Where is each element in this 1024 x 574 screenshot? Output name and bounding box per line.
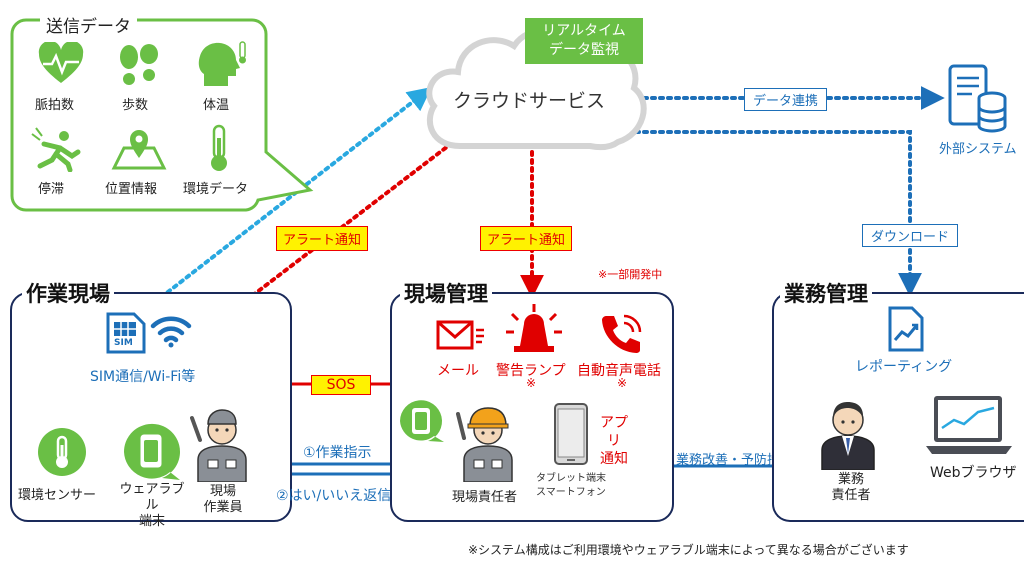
auto-call-note: ※ [617, 376, 628, 390]
site-management-title: 現場管理 [400, 278, 492, 308]
cloud-service-label: クラウドサービス [453, 90, 606, 112]
download-tag: ダウンロード [862, 224, 959, 247]
business-manager-line1: 業務 [837, 472, 864, 487]
tablet-label-line2: スマートフォン [536, 487, 606, 498]
send-data-pulse: 脈拍数 [35, 98, 75, 113]
worksite-panel [10, 292, 292, 522]
site-manager-icon [456, 407, 513, 482]
business-management-title: 業務管理 [780, 278, 872, 308]
sim-card-icon [106, 312, 146, 354]
app-notify-line2: 通知 [600, 451, 628, 467]
app-notify-line1: アプリ [600, 415, 628, 449]
tablet-label-line1: タブレット端末 [536, 473, 606, 484]
realtime-badge-line2: データ監視 [549, 42, 619, 58]
field-worker-icon [190, 409, 247, 482]
manager-wearable-icon [400, 400, 444, 442]
alert-notify-tag-left: アラート通知 [276, 226, 369, 251]
warning-lamp-icon [506, 304, 562, 352]
map-location-icon [111, 130, 167, 170]
mail-label: メール [437, 363, 479, 379]
warning-lamp-label: 警告ランプ [496, 363, 566, 379]
send-data-location: 位置情報 [105, 182, 158, 197]
data-link-tag: データ連携 [744, 88, 828, 111]
sim-card-text: SIM [114, 338, 133, 348]
wifi-icon [150, 316, 192, 348]
smartphone-icon [554, 403, 588, 465]
field-worker-label: 現場 作業員 [198, 484, 248, 516]
improvement-label: 業務改善・予防措置 [676, 453, 794, 468]
environment-sensor-label: 環境センサー [18, 488, 97, 503]
business-manager-label: 業務 責任者 [826, 472, 876, 504]
sim-wifi-label: SIM通信/Wi-Fi等 [90, 369, 196, 385]
realtime-badge-line1: リアルタイム [542, 23, 626, 39]
tablet-label: タブレット端末 スマートフォン [536, 472, 606, 500]
warning-lamp-note: ※ [526, 376, 537, 390]
send-data-title: 送信データ [40, 12, 137, 37]
heart-rate-icon [38, 42, 84, 83]
send-data-stagnation: 停滞 [38, 182, 65, 197]
sos-tag: SOS [311, 375, 371, 395]
reply-label: ②はい/いいえ返信 [276, 488, 392, 504]
report-document-icon [888, 306, 924, 352]
business-manager-icon [821, 402, 875, 470]
wearable-device-icon [123, 423, 180, 480]
laptop-browser-icon [926, 396, 1012, 454]
environment-sensor-icon [38, 428, 86, 476]
auto-call-label: 自動音声電話 [577, 363, 661, 379]
send-data-temperature: 体温 [203, 98, 230, 113]
body-temperature-icon [198, 41, 246, 86]
thermometer-icon [211, 124, 227, 171]
realtime-monitoring-badge: リアルタイム データ監視 [525, 18, 643, 64]
external-system-label: 外部システム [939, 142, 1017, 157]
database-server-icon [948, 64, 1007, 133]
fall-person-icon [31, 127, 81, 172]
alert-notify-tag-center: アラート通知 [480, 226, 573, 251]
work-instruction-label: ①作業指示 [303, 445, 372, 461]
reporting-label: レポーティング [855, 359, 953, 375]
footnote: ※システム構成はご利用環境やウェアラブル端末によって異なる場合がございます [468, 543, 909, 557]
worksite-title: 作業現場 [22, 278, 114, 308]
business-manager-line2: 責任者 [831, 488, 871, 503]
send-data-steps: 歩数 [122, 98, 149, 113]
field-worker-line1: 現場 [209, 484, 236, 499]
footprint-icon [120, 44, 158, 85]
wearable-label-line2: 端末 [138, 514, 165, 529]
mail-icon [436, 320, 484, 350]
app-notify-label: アプリ 通知 [594, 414, 634, 468]
wearable-label-line1: ウェアラブル [119, 482, 185, 513]
partial-dev-note: ※一部開発中 [598, 268, 663, 281]
phone-icon [602, 314, 642, 353]
field-worker-line2: 作業員 [203, 500, 243, 515]
wearable-label: ウェアラブル 端末 [118, 482, 186, 530]
web-browser-label: Webブラウザ [930, 465, 1017, 481]
site-manager-label: 現場責任者 [452, 490, 518, 505]
send-data-environment: 環境データ [183, 182, 249, 197]
